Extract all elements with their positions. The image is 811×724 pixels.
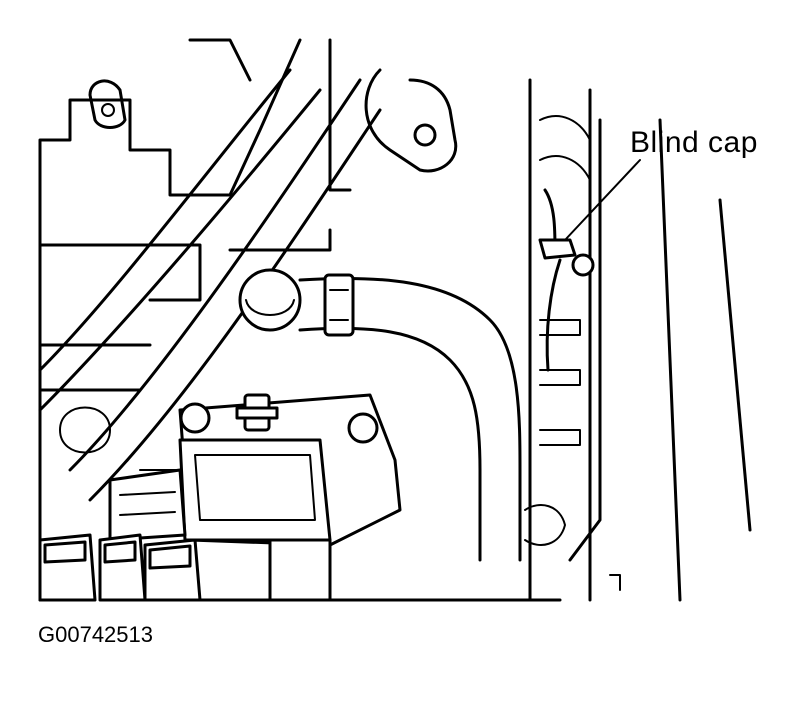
callout-leader [564, 159, 641, 241]
upper-bolt [88, 68, 458, 173]
connectors [38, 533, 202, 602]
blind-cap-callout: Blind cap [630, 126, 758, 159]
hose [238, 268, 522, 562]
engine-background [38, 38, 352, 602]
right-frame [524, 78, 752, 602]
solenoid-valve [108, 393, 402, 602]
figure-id-label: G00742513 [38, 622, 153, 647]
